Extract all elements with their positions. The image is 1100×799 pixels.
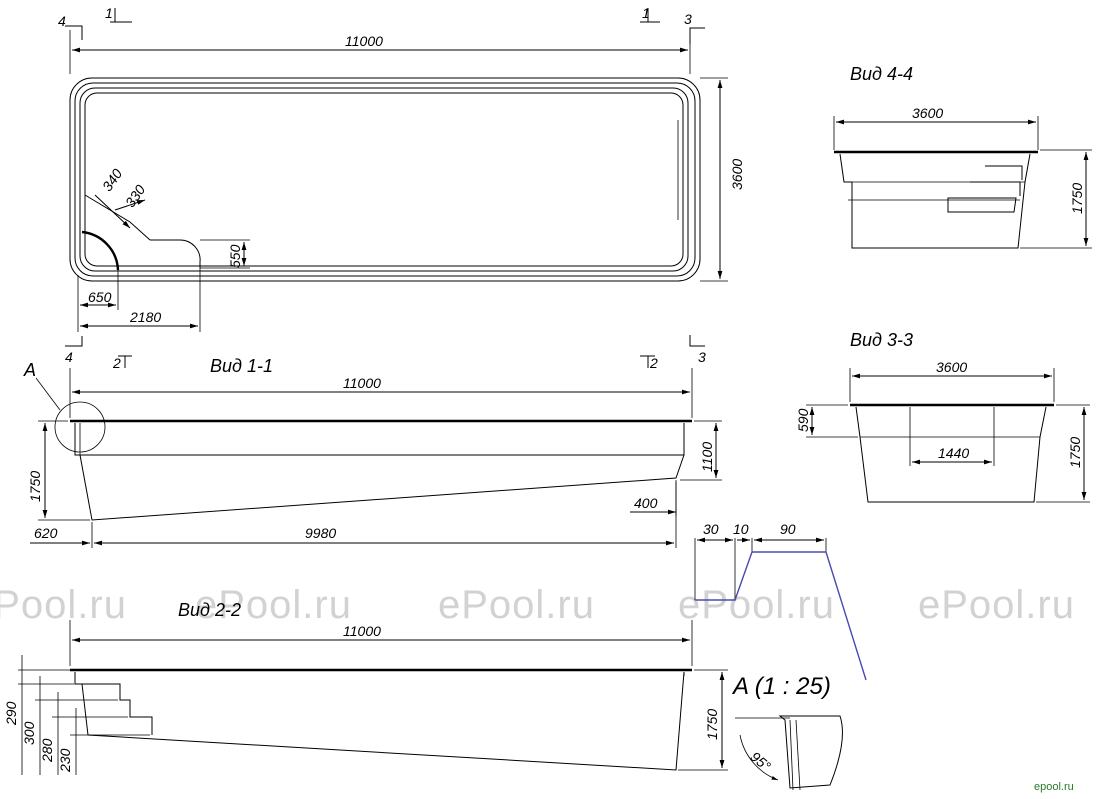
plan-cut-3-bottom: 3 [698, 349, 706, 365]
view44-title: Вид 4-4 [850, 64, 913, 84]
plan-cut-4-bottom: 4 [65, 349, 73, 365]
view22-body [81, 671, 685, 771]
view33-title: Вид 3-3 [850, 330, 913, 350]
plan-radius-340 [94, 194, 131, 229]
brand-logo: epool.ru [1034, 781, 1074, 793]
view11-dim-620: 620 [34, 525, 58, 541]
plan-cut-1-right: 1 [642, 5, 650, 21]
view22-step-1: 290 [3, 701, 19, 726]
watermark-1: ePool.ru [0, 583, 127, 627]
detail-dim-c: 90 [780, 521, 796, 537]
view22-step-2: 300 [21, 721, 37, 745]
detail-title: A (1 : 25) [731, 673, 831, 700]
plan-dim-length: 11000 [345, 33, 383, 49]
detail-angle-arc [739, 734, 779, 781]
detail-wall-2 [795, 719, 801, 791]
view33-body [855, 406, 1047, 503]
view44-dim-depth: 1750 [1069, 183, 1085, 214]
view11-dim-depth: 1750 [27, 471, 43, 502]
detail-section [778, 715, 843, 789]
plan-dim-650: 650 [88, 289, 112, 305]
watermark-5: ePool.ru [918, 583, 1075, 627]
plan-radius-330 [114, 199, 146, 211]
plan-view: 340 330 11000 3600 550 650 2180 [58, 5, 745, 371]
view11-detail-leader [35, 377, 61, 411]
plan-cut-2-bottom: 2 [112, 355, 121, 371]
plan-step-edge [150, 239, 201, 268]
plan-dim-330: 330 [122, 182, 149, 210]
watermarks: ePool.ru ePool.ru ePool.ru ePool.ru ePoo… [0, 583, 1075, 627]
view-4-4: Вид 4-4 3600 1750 [833, 64, 1092, 249]
view44-dim-width: 3600 [912, 105, 943, 121]
view11-title: Вид 1-1 [210, 356, 273, 376]
plan-rim-2 [74, 82, 696, 277]
watermark-3: ePool.ru [438, 583, 595, 627]
detail-wall-1 [789, 719, 794, 791]
view-1-1: Вид 1-1 A 11000 1750 1100 400 9980 620 [23, 356, 722, 548]
plan-dim-340: 340 [99, 166, 126, 194]
view11-bottom [79, 454, 685, 521]
plan-dim-width: 3600 [729, 159, 745, 190]
plan-cut-2-right: 2 [649, 355, 658, 371]
view22-step-dims-lines [18, 655, 150, 775]
view11-detail-marker: A [23, 360, 36, 380]
view33-dim-width: 3600 [936, 359, 967, 375]
view22-title: Вид 2-2 [178, 600, 241, 620]
view33-dim-590: 590 [795, 408, 811, 432]
plan-step-arc-1 [81, 230, 120, 271]
view44-steps [947, 165, 1023, 213]
plan-cut-markers [65, 8, 705, 368]
watermark-2: ePool.ru [195, 583, 352, 627]
view-2-2: Вид 2-2 11000 1750 290 300 280 230 [3, 600, 728, 775]
view11-dim-400: 400 [634, 495, 658, 511]
view22-dim-length: 11000 [343, 623, 381, 639]
view11-dim-length: 11000 [343, 375, 381, 391]
plan-dim-550: 550 [227, 244, 243, 268]
detail-a: 30 10 90 A (1 : 25) 95° [694, 521, 867, 791]
view22-dim-depth: 1750 [704, 709, 720, 740]
view11-upper-wall [74, 423, 685, 456]
detail-dim-a: 30 [703, 521, 719, 537]
detail-dim-b: 10 [733, 521, 749, 537]
view33-dim-depth: 1750 [1067, 437, 1083, 468]
detail-angle: 95° [747, 748, 774, 774]
view22-step-3: 280 [39, 738, 55, 763]
plan-inner-wall [84, 92, 684, 267]
view-3-3: Вид 3-3 1440 3600 1750 590 [795, 330, 1090, 503]
detail-profile [695, 551, 867, 681]
view22-step-4: 230 [57, 748, 73, 773]
view33-dim-1440: 1440 [938, 445, 969, 461]
plan-cut-4-top: 4 [58, 13, 66, 29]
view11-dim-9980: 9980 [305, 525, 336, 541]
plan-rim-3 [79, 87, 689, 272]
plan-dim-2180: 2180 [129, 309, 161, 325]
view11-dim-shallow: 1100 [699, 442, 715, 472]
view44-body [839, 153, 1031, 249]
watermark-4: ePool.ru [678, 583, 835, 627]
plan-outer-rim [69, 77, 701, 282]
plan-cut-3-top: 3 [684, 11, 692, 27]
plan-cut-1-top: 1 [105, 5, 113, 21]
